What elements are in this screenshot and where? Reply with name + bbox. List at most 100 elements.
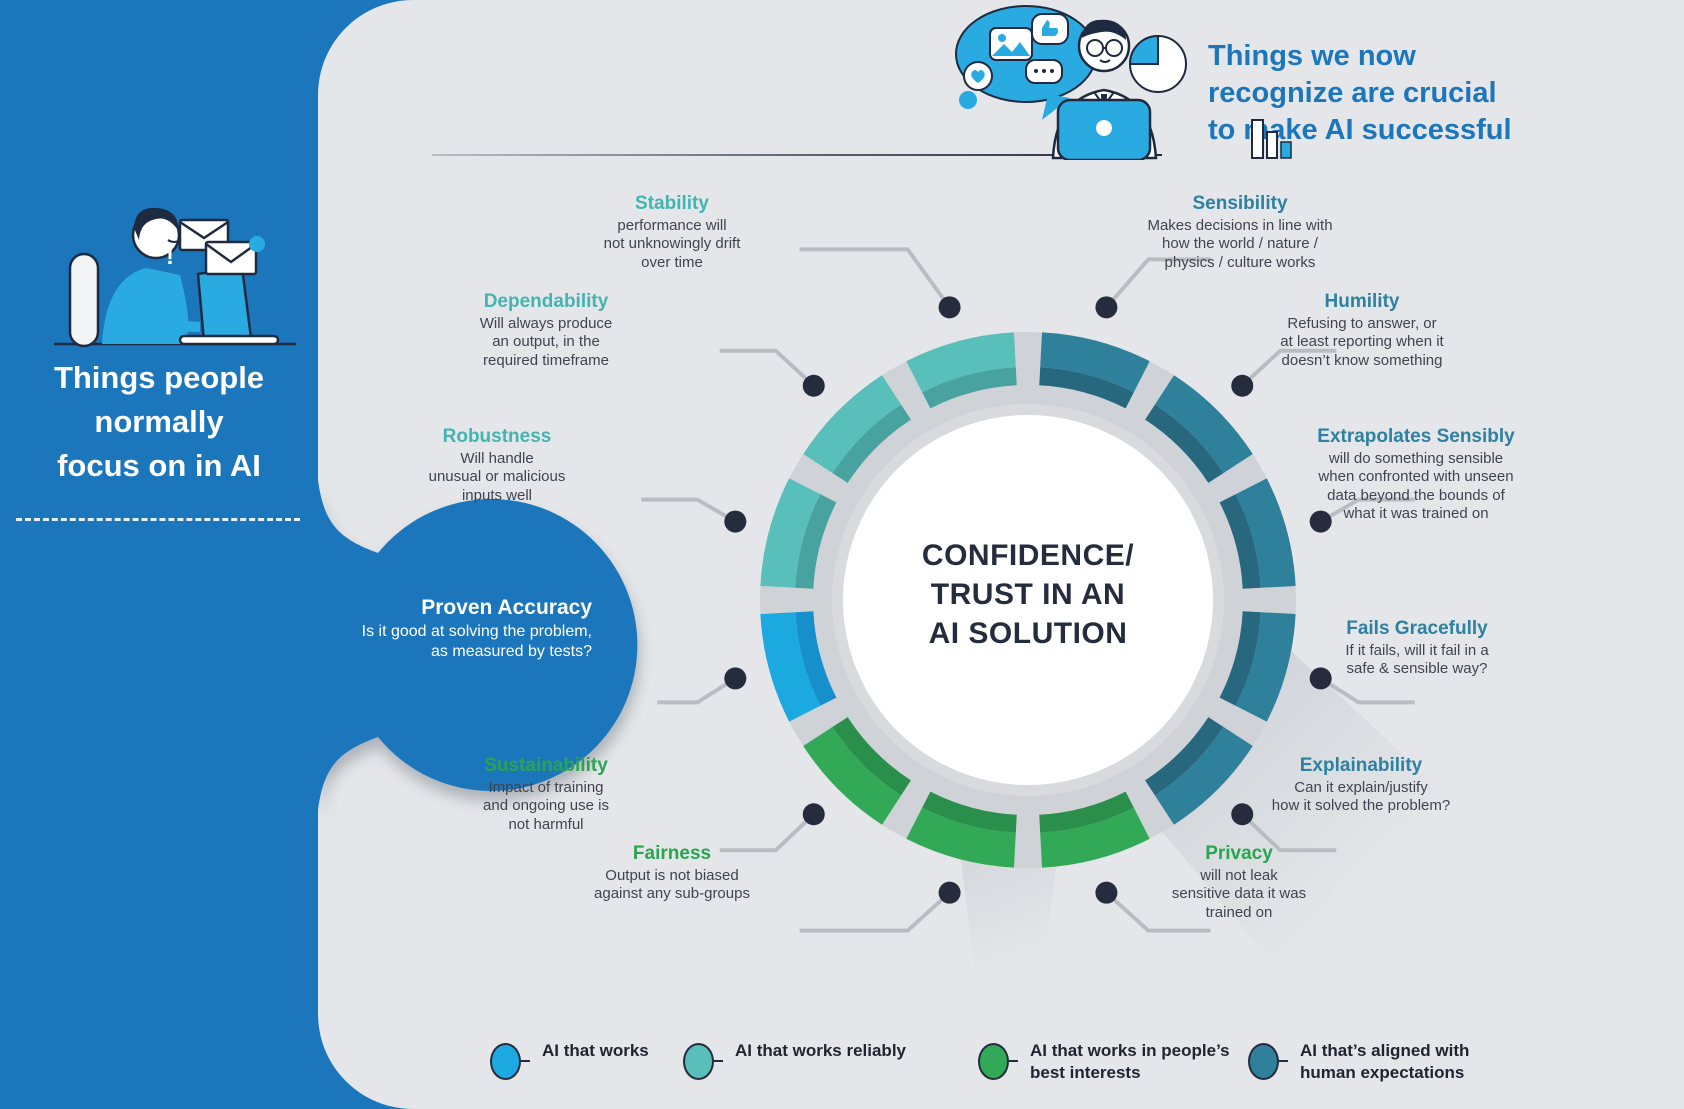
segment-extrapolates	[1235, 478, 1296, 588]
segment-shade-proven	[795, 611, 837, 706]
photo-mountains	[992, 42, 1030, 56]
connector-stability	[799, 247, 952, 309]
bar	[1266, 131, 1278, 159]
segment-shade-extrapolates	[1219, 494, 1261, 589]
laptop-logo	[1096, 120, 1112, 136]
dot-stability	[938, 296, 961, 319]
ai-success-illustration	[955, 5, 1292, 160]
wheel-label-title: Privacy	[1205, 843, 1273, 864]
legend-item-aligned: AI that’s aligned with human expectation…	[1248, 1040, 1515, 1084]
connector-extrapolates	[1319, 497, 1415, 524]
segment-shade-fairness	[922, 791, 1017, 833]
dashed-divider	[16, 518, 300, 521]
segment-fairness	[906, 807, 1016, 868]
wheel-label-dependability: Dependability Will always produce an out…	[421, 291, 671, 370]
dot-dependability	[802, 374, 825, 397]
wheel-label-desc: Output is not biased against any sub-gro…	[594, 867, 750, 903]
legend-tick	[1009, 1060, 1018, 1062]
segment-shade-robustness	[795, 494, 837, 589]
dot-proven	[724, 667, 747, 690]
wheel-label-title: Sustainability	[484, 755, 608, 776]
segment-privacy	[1040, 807, 1150, 868]
chat-dot	[1050, 69, 1054, 73]
connector-dependability	[719, 348, 816, 388]
wheel-label-explainability: Explainability Can it explain/justify ho…	[1216, 755, 1506, 816]
wheel-label-fails: Fails Gracefully If it fails, will it fa…	[1282, 618, 1552, 679]
legend-label: AI that works in people’s best interests	[1030, 1041, 1230, 1083]
segment-shade-humility	[1145, 404, 1224, 483]
header-rule	[432, 154, 1162, 156]
dot-robustness	[724, 510, 747, 533]
legend-tick	[521, 1060, 530, 1062]
wheel-label-proven: Proven Accuracy Is it good at solving th…	[262, 596, 592, 661]
left-panel-title: Things people normally focus on in AI	[53, 360, 265, 484]
segment-shade-sensibility	[1039, 367, 1134, 409]
wheel-label-title: Proven Accuracy	[421, 596, 592, 619]
connector-sustainability	[719, 812, 816, 853]
segment-proven	[760, 612, 821, 722]
photo-sun	[998, 34, 1006, 42]
wheel-label-desc: Is it good at solving the problem, as me…	[361, 623, 592, 660]
chair-icon	[68, 252, 100, 348]
speech-bubble-tail	[1042, 94, 1070, 120]
wheel-label-title: Stability	[635, 193, 709, 214]
segment-sustainability	[803, 726, 902, 825]
legend-swatch-icon	[978, 1043, 1009, 1080]
dot-explainability	[1231, 803, 1254, 826]
wheel-label-desc: Will always produce an output, in the re…	[479, 315, 613, 369]
dot-extrapolates	[1309, 510, 1332, 533]
bubble-dot	[959, 91, 977, 109]
wheel-label-desc: If it fails, will it fail in a safe & se…	[1345, 642, 1489, 678]
person-hair	[134, 207, 179, 240]
chat-dot	[1042, 69, 1046, 73]
connector-sensibility	[1104, 257, 1211, 309]
segment-sensibility	[1040, 332, 1150, 393]
heart-glyph	[971, 70, 985, 83]
wheel-label-title: Sensibility	[1192, 193, 1288, 214]
segment-dependability	[803, 375, 902, 474]
wheel-label-desc: Makes decisions in line with how the wor…	[1147, 217, 1333, 271]
legend-item-interests: AI that works in people’s best interests	[978, 1040, 1245, 1084]
pie-wedge	[1128, 34, 1159, 65]
man-hair	[1082, 19, 1126, 40]
man-smile	[1099, 59, 1111, 63]
segment-stability	[906, 332, 1016, 393]
wheel-label-title: Fails Gracefully	[1346, 618, 1488, 639]
wheel-label-desc: Will handle unusual or malicious inputs …	[428, 450, 566, 504]
laptop-screen	[196, 265, 253, 344]
wheel-label-title: Robustness	[442, 426, 552, 447]
wheel-label-robustness: Robustness Will handle unusual or malici…	[372, 426, 622, 505]
dot-humility	[1231, 374, 1254, 397]
wheel-label-title: Extrapolates Sensibly	[1317, 426, 1515, 447]
wheel-label-sensibility: Sensibility Makes decisions in line with…	[1095, 193, 1385, 272]
dot-sensibility	[1095, 296, 1118, 319]
segment-shade-stability	[922, 367, 1017, 409]
segment-shade-privacy	[1039, 791, 1134, 833]
exclamation-icon: !	[166, 243, 174, 270]
wheel-label-desc: performance will not unknowingly drift o…	[603, 217, 741, 271]
person-body	[102, 268, 189, 344]
segment-explainability	[1154, 726, 1253, 825]
segment-robustness	[760, 478, 821, 588]
wheel-label-extrapolates: Extrapolates Sensibly will do something …	[1261, 426, 1571, 523]
legend-swatch-icon	[1248, 1043, 1279, 1080]
wheel-label-sustainability: Sustainability Impact of training and on…	[421, 755, 671, 834]
dot-privacy	[1095, 881, 1118, 904]
segment-shade-explainability	[1145, 717, 1224, 796]
puzzle-knob-shape	[318, 480, 638, 810]
wheel-label-stability: Stability performance will not unknowing…	[547, 193, 797, 272]
legend-tick	[714, 1060, 723, 1062]
wheel-label-desc: Refusing to answer, or at least reportin…	[1280, 315, 1444, 369]
legend-label: AI that’s aligned with human expectation…	[1300, 1041, 1470, 1083]
wheel-center-text: CONFIDENCE/ TRUST IN AN AI SOLUTION	[921, 539, 1135, 650]
wheel-label-desc: will do something sensible when confront…	[1318, 450, 1514, 522]
wheel-label-title: Explainability	[1299, 755, 1423, 776]
thumb-glyph	[1042, 20, 1059, 36]
segment-humility	[1154, 375, 1253, 474]
legend-swatch-icon	[683, 1043, 714, 1080]
legend-item-works: AI that works	[490, 1040, 649, 1080]
ring-center	[843, 415, 1213, 785]
wheel-label-desc: will not leak sensitive data it was trai…	[1171, 867, 1307, 921]
dot-sustainability	[802, 803, 825, 826]
